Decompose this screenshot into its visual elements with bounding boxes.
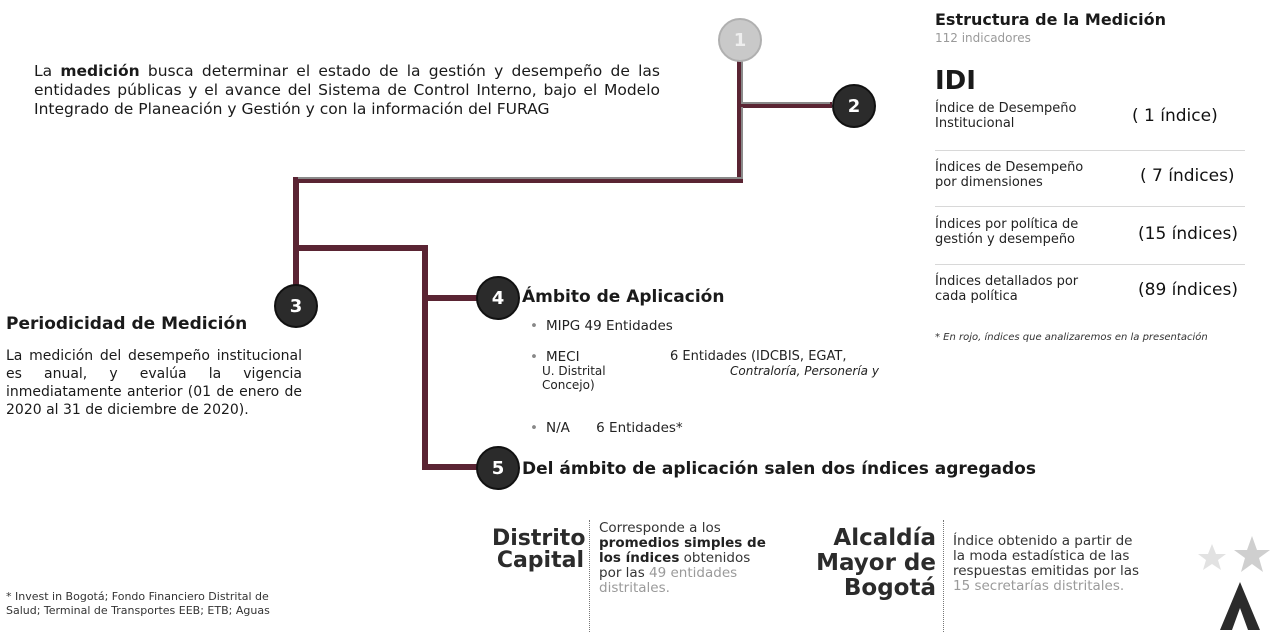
index-count-4: (89 índices) xyxy=(1138,280,1238,300)
ambito-item-na-label: N/A xyxy=(545,420,570,436)
index-divider xyxy=(935,206,1245,207)
footnote-line1: * Invest in Bogotá; Fondo Financiero Dis… xyxy=(6,590,269,603)
alcaldia-label: Alcaldía Mayor de Bogotá xyxy=(808,526,936,601)
idi-heading: IDI xyxy=(935,66,976,96)
connector-1-3 xyxy=(293,105,743,296)
alcaldia-desc-line1: Índice obtenido a partir de xyxy=(953,533,1133,549)
alcaldia-desc-gray: 15 secretarías distritales. xyxy=(953,578,1125,594)
intro-text-bold: medición xyxy=(60,62,140,80)
alcaldia-description: Índice obtenido a partir de la moda esta… xyxy=(953,534,1173,594)
ambito-item-mipg: •MIPG 49 Entidades xyxy=(530,318,673,334)
ambito-item-meci-rest-right: Contraloría, Personería y xyxy=(730,364,879,378)
ambito-item-meci: •MECI 6 Entidades (IDCBIS, EGAT, xyxy=(530,349,847,365)
alcaldia-desc-line2: la moda estadística de las xyxy=(953,548,1130,564)
ambito-item-meci-line2: U. Distrital Contraloría, Personería y xyxy=(542,364,928,378)
index-label-3: Índices por política de gestión y desemp… xyxy=(935,217,1078,247)
estructura-note: * En rojo, índices que analizaremos en l… xyxy=(935,332,1208,343)
index-divider xyxy=(935,264,1245,265)
ambito-title: Ámbito de Aplicación xyxy=(522,287,725,307)
estructura-title: Estructura de la Medición xyxy=(935,10,1166,29)
distrito-desc-mid: obtenidos xyxy=(679,550,751,566)
index-label-1-line2: Institucional xyxy=(935,116,1015,131)
distrito-desc-pre: por las xyxy=(599,565,650,581)
index-label-2: Índices de Desempeño por dimensiones xyxy=(935,160,1083,190)
footnote-line2: Salud; Terminal de Transportes EEB; ETB;… xyxy=(6,604,270,617)
ambito-item-meci-line3: Concejo) xyxy=(542,378,595,392)
distrito-desc-line1: Corresponde a los xyxy=(599,520,721,536)
intro-text-after: busca determinar el estado de la gestión… xyxy=(34,62,661,118)
step-node-4: 4 xyxy=(476,276,520,320)
ambito-item-na-count: 6 Entidades* xyxy=(596,420,683,436)
ambito-item-na: •N/A 6 Entidades* xyxy=(530,420,683,436)
step-node-3: 3 xyxy=(274,284,318,328)
del-ambito-title: Del ámbito de aplicación salen dos índic… xyxy=(522,459,1036,479)
intro-paragraph: La medición busca determinar el estado d… xyxy=(34,62,660,119)
index-count-1: ( 1 índice) xyxy=(1132,106,1218,126)
connector-4-5 xyxy=(422,298,478,470)
index-label-4-line1: Índices detallados por xyxy=(935,274,1079,289)
index-count-3: (15 índices) xyxy=(1138,224,1238,244)
index-count-2: ( 7 índices) xyxy=(1140,166,1235,186)
index-divider xyxy=(935,150,1245,151)
alcaldia-word3: Bogotá xyxy=(843,575,936,601)
estructura-subtitle: 112 indicadores xyxy=(935,31,1031,45)
distrito-separator xyxy=(589,520,591,632)
alcaldia-desc-line3: respuestas emitidas por las xyxy=(953,563,1140,579)
index-label-3-line2: gestión y desempeño xyxy=(935,232,1076,247)
distrito-desc-gray2: distritales. xyxy=(599,580,670,596)
index-label-2-line2: por dimensiones xyxy=(935,175,1043,190)
step-node-2: 2 xyxy=(832,84,876,128)
ambito-item-meci-rest-left: U. Distrital xyxy=(542,364,606,378)
index-label-2-line1: Índices de Desempeño xyxy=(935,160,1084,175)
footnote: * Invest in Bogotá; Fondo Financiero Dis… xyxy=(6,590,270,618)
step-node-5: 5 xyxy=(476,446,520,490)
distrito-desc-bold1: promedios simples de xyxy=(599,535,766,551)
distrito-desc-gray: 49 entidades xyxy=(649,565,738,581)
index-label-1-line1: Índice de Desempeño xyxy=(935,101,1077,116)
periodicidad-body: La medición del desempeño institucional … xyxy=(6,348,302,418)
ambito-item-meci-label: MECI xyxy=(545,349,580,365)
bogota-star-logo-icon xyxy=(1198,536,1270,630)
ambito-item-meci-count: 6 Entidades (IDCBIS, EGAT, xyxy=(670,349,847,364)
intro-text-before: La xyxy=(34,62,61,80)
index-label-4: Índices detallados por cada política xyxy=(935,274,1078,304)
distrito-description: Corresponde a los promedios simples de l… xyxy=(599,521,789,596)
index-label-3-line1: Índices por política de xyxy=(935,217,1079,232)
connector-3-4 xyxy=(296,245,478,301)
index-label-1: Índice de Desempeño Institucional xyxy=(935,101,1076,131)
distrito-word1: Distrito xyxy=(492,526,586,551)
distrito-word2: Capital xyxy=(496,548,584,573)
step-node-1: 1 xyxy=(718,18,762,62)
alcaldia-separator xyxy=(943,520,945,632)
ambito-item-meci-rest-last: Concejo) xyxy=(542,378,595,392)
ambito-item-mipg-label: MIPG 49 Entidades xyxy=(545,318,673,334)
distrito-capital-label: Distrito Capital xyxy=(492,526,586,573)
periodicidad-title: Periodicidad de Medición xyxy=(6,314,248,334)
distrito-desc-bold2: los índices xyxy=(599,550,680,566)
alcaldia-word1: Alcaldía xyxy=(833,525,936,551)
alcaldia-word2: Mayor de xyxy=(816,550,936,576)
index-label-4-line2: cada política xyxy=(935,289,1018,304)
